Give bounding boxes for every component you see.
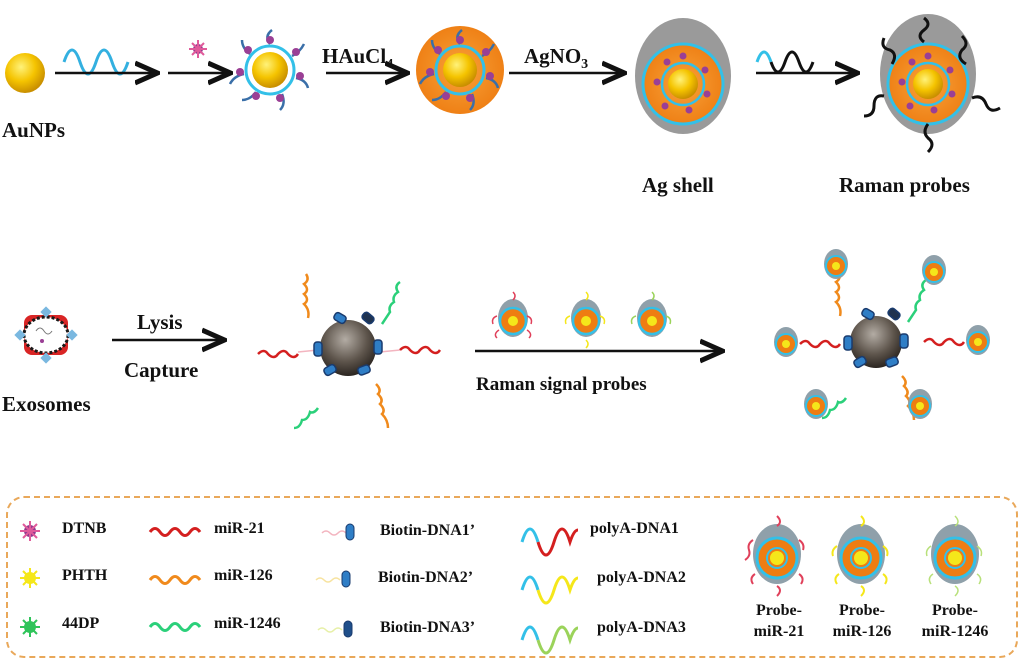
legend-mir1246-icon [148, 622, 202, 632]
legend-reporter-label: 44DP [62, 615, 100, 632]
exosome-icon [14, 306, 78, 364]
probe-line2: miR-126 [832, 623, 892, 640]
probe-line2: miR-1246 [921, 623, 989, 640]
legend-polya-dna2-icon [520, 575, 579, 605]
au-shell-particle [416, 26, 504, 114]
legend-mirna-label: miR-126 [214, 567, 273, 584]
dna-strand-icon [62, 48, 130, 76]
legend-dtnb-icon [20, 521, 40, 541]
legend-probe-mir126-icon [831, 515, 889, 597]
hauc-text: HAuCl [322, 44, 387, 68]
legend-mir21-icon [148, 527, 202, 537]
dtnb-reporter-icon [189, 40, 207, 58]
aunp-particle [5, 53, 45, 93]
legend-probe-mir1246-label: Probe- miR-1246 [912, 600, 998, 642]
ag-shell-label: Ag shell [642, 173, 714, 197]
ag-shell-particle [635, 18, 731, 134]
legend-probe-mir126-label: Probe- miR-126 [826, 600, 898, 642]
legend-polya-dna3-icon [520, 625, 579, 655]
capture-dna-segment [769, 50, 815, 74]
captured-mirna-bead [257, 273, 442, 430]
legend-polya-dna1-icon [520, 527, 579, 557]
legend-biotin-label: Biotin-DNA2’ [378, 569, 474, 586]
raman-probe-particle [863, 14, 1001, 154]
agno-label: AgNO3 [524, 44, 588, 73]
legend-mir126-icon [148, 575, 202, 585]
legend-probe-mir21-icon [744, 515, 805, 597]
probe-line1: Probe- [932, 602, 978, 619]
legend-44dp-icon [20, 617, 40, 637]
legend-box [6, 496, 1018, 658]
aunps-label: AuNPs [2, 118, 66, 142]
lysis-label: Lysis [137, 310, 183, 334]
legend-mirna-label: miR-1246 [214, 615, 281, 632]
legend-biotin-dna1-icon [321, 523, 355, 541]
legend-polya-label: polyA-DNA1 [590, 520, 679, 537]
exosomes-label: Exosomes [2, 392, 91, 416]
hauc-subscript: 4 [386, 57, 394, 73]
legend-polya-label: polyA-DNA3 [597, 619, 686, 636]
legend-biotin-label: Biotin-DNA3’ [380, 619, 476, 636]
legend-biotin-dna2-icon [315, 570, 351, 588]
legend-reporter-label: DTNB [62, 520, 107, 537]
signal-probe-mir126 [564, 291, 606, 349]
polya-dna-icon [755, 50, 773, 63]
legend-probe-mir21-label: Probe- miR-21 [749, 600, 809, 642]
legend-mirna-label: miR-21 [214, 520, 265, 537]
legend-biotin-label: Biotin-DNA1’ [380, 522, 476, 539]
signal-probe-mir1246 [630, 291, 672, 337]
raman-probes-label: Raman probes [839, 173, 970, 197]
agno-subscript: 3 [581, 57, 589, 73]
legend-polya-label: polyA-DNA2 [597, 569, 686, 586]
sandwich-complex [774, 249, 990, 421]
aunp-dna-reporter-particle [228, 29, 310, 111]
legend-probe-mir1246-icon [925, 515, 983, 597]
probe-line1: Probe- [839, 602, 885, 619]
legend-phth-icon [20, 568, 40, 588]
legend-reporter-label: PHTH [62, 567, 108, 584]
raman-signal-probes-label: Raman signal probes [476, 374, 647, 395]
probe-line1: Probe- [756, 602, 802, 619]
signal-probe-mir21 [491, 291, 533, 339]
agno-text: AgNO [524, 44, 582, 68]
capture-label: Capture [124, 358, 199, 382]
probe-line2: miR-21 [753, 623, 805, 640]
hauc-label: HAuCl4 [322, 44, 393, 73]
legend-biotin-dna3-icon [317, 620, 353, 638]
